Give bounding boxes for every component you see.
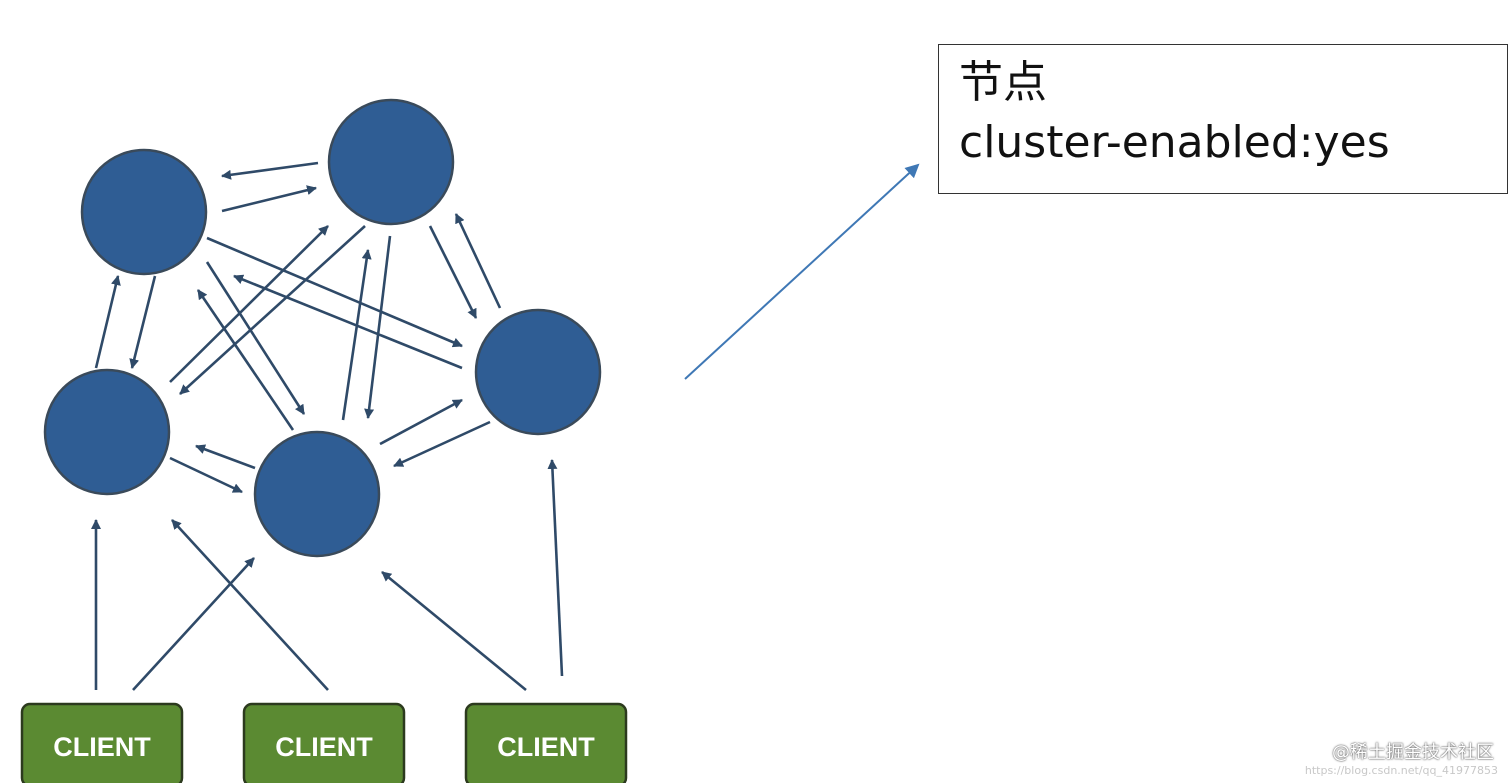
client-label: CLIENT	[275, 732, 373, 762]
edge-arrow	[196, 289, 295, 431]
client-label: CLIENT	[53, 732, 151, 762]
pointer-arrow	[684, 163, 920, 380]
watermark-text: @稀土掘金技术社区	[1332, 742, 1494, 763]
edge-arrow	[169, 225, 329, 383]
node-right	[474, 308, 602, 436]
edge-arrow	[547, 459, 564, 677]
node-left	[43, 368, 171, 496]
edge-arrow	[233, 274, 463, 370]
edge-arrow	[171, 519, 329, 691]
edge-arrow	[195, 444, 256, 470]
edge-arrow	[132, 557, 255, 691]
node-center	[253, 430, 381, 558]
watermark-url: https://blog.csdn.net/qq_41977853	[1304, 764, 1498, 777]
edge-arrow	[169, 456, 243, 494]
edge-arrow	[379, 398, 463, 446]
client-box: CLIENT	[242, 702, 406, 783]
edge-arrow	[364, 235, 392, 419]
edge-arrow	[381, 570, 527, 692]
node-top-left	[80, 148, 208, 276]
node-top-right	[327, 98, 455, 226]
note-title: 节点	[959, 57, 1047, 108]
client-box: CLIENT	[20, 702, 184, 783]
edge-arrow	[179, 225, 366, 395]
edge-arrow	[221, 185, 317, 213]
edge-arrow	[393, 420, 491, 468]
edge-arrow	[341, 249, 372, 421]
edge-arrow	[454, 213, 502, 309]
note-config-text: cluster-enabled:yes	[959, 117, 1390, 168]
client-box: CLIENT	[464, 702, 628, 783]
edge-arrow	[205, 261, 306, 415]
edge-arrows	[91, 161, 564, 692]
client-label: CLIENT	[497, 732, 595, 762]
edge-arrow	[94, 275, 121, 369]
edge-arrow	[206, 236, 463, 348]
node-config-note: 节点 cluster-enabled:yes	[938, 44, 1508, 194]
edge-arrow	[221, 161, 319, 180]
edge-arrow	[129, 275, 157, 369]
edge-arrow	[428, 225, 478, 319]
